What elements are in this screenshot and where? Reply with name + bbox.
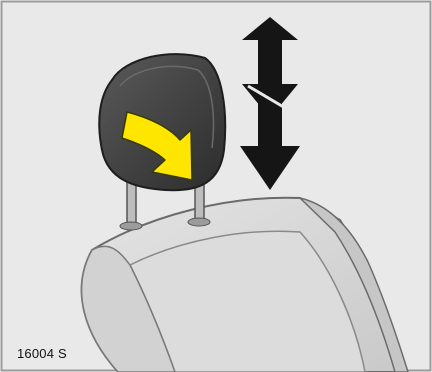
figure-code-label: 16004 S [17, 346, 67, 362]
post-guide-left [120, 222, 142, 230]
post-guide-right [188, 218, 210, 226]
